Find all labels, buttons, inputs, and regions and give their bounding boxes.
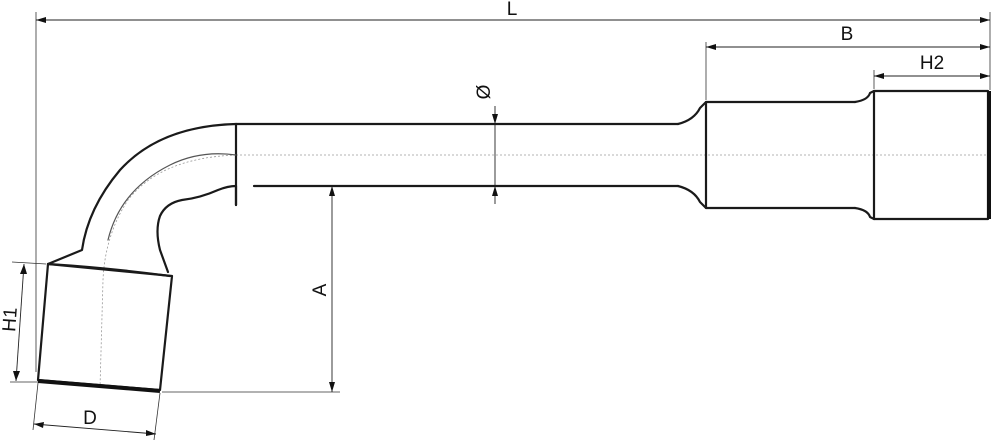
socket-h1	[36, 262, 174, 392]
dimension-diameter: Ø	[474, 84, 498, 204]
head-h2	[872, 89, 990, 221]
bend-outer	[46, 122, 238, 266]
dim-H1-line	[15, 263, 25, 382]
dim-B-label: B	[841, 24, 854, 45]
dim-A-arrow-bottom	[329, 382, 335, 392]
dim-A-arrow-top	[329, 186, 335, 196]
center-lines	[99, 154, 990, 389]
dim-H1-arrow-top	[20, 264, 27, 274]
dimension-D: D	[32, 382, 161, 440]
socket-h1-top-edge	[46, 262, 172, 278]
dim-D-line	[33, 423, 157, 435]
dim-H2-arrow-left	[874, 73, 884, 79]
socket-section-1	[704, 100, 857, 210]
dim-H1-extension-top	[11, 261, 47, 265]
socket-h1-face	[37, 379, 161, 393]
dim-L-label: L	[507, 0, 518, 20]
taper-top	[676, 100, 708, 126]
bend-center-line	[99, 154, 237, 389]
bend-inner	[156, 184, 238, 274]
dim-H2-label: H2	[920, 53, 944, 74]
dim-H1-arrow-bottom	[13, 371, 20, 381]
dim-L-arrow-right	[980, 17, 990, 23]
dim-D-extension-right	[153, 392, 161, 440]
dim-D-extension-left	[32, 382, 39, 431]
dim-D-arrow-right	[146, 430, 156, 436]
wrench-body	[36, 89, 991, 393]
dim-H1-label: H1	[0, 307, 22, 333]
dim-diameter-label: Ø	[474, 84, 495, 99]
dim-B-arrow-left	[706, 44, 716, 50]
dim-D-label: D	[83, 408, 97, 429]
dimension-H2: H2	[873, 53, 990, 89]
dim-diameter-arrow-bottom	[492, 186, 498, 196]
dimension-A: A	[162, 186, 340, 393]
taper-bottom	[676, 184, 708, 210]
shoulder-bottom	[853, 206, 876, 221]
dimension-H1: H1	[0, 261, 47, 383]
shoulder-top	[853, 89, 876, 104]
dim-D-arrow-left	[34, 422, 44, 428]
dim-B-arrow-right	[980, 44, 990, 50]
dim-H2-arrow-right	[980, 73, 990, 79]
dim-A-label: A	[310, 283, 331, 296]
dim-diameter-arrow-top	[492, 114, 498, 124]
bend-inner-edge	[107, 153, 237, 241]
dim-L-arrow-left	[36, 17, 46, 23]
dimension-L: L	[35, 0, 991, 372]
dimension-B: B	[705, 24, 990, 100]
